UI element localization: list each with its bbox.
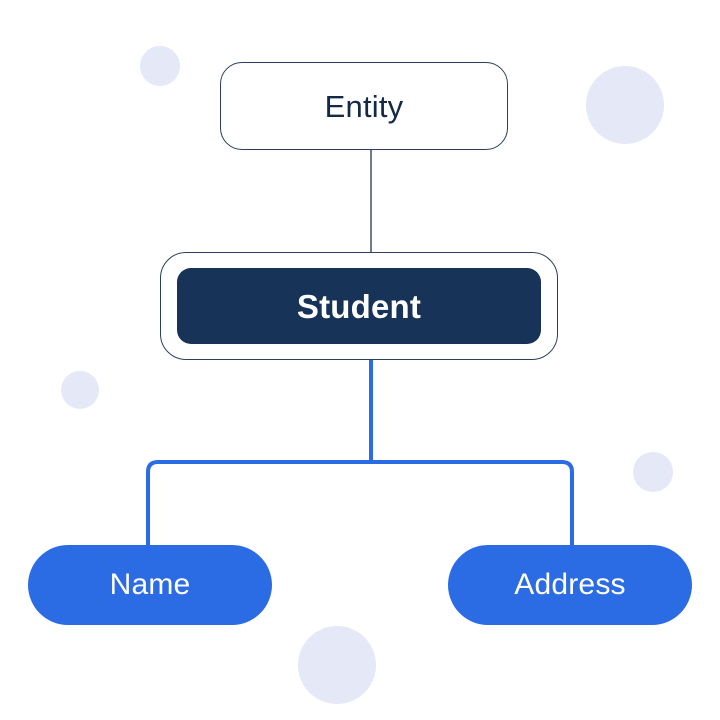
node-student[interactable]: Student [160, 252, 558, 360]
node-attribute-name[interactable]: Name [28, 545, 272, 625]
node-entity-label: Entity [324, 88, 404, 124]
node-entity[interactable]: Entity [220, 62, 508, 150]
node-attribute-address[interactable]: Address [448, 545, 692, 625]
node-attribute-name-label: Name [109, 568, 191, 601]
node-attribute-address-label: Address [514, 568, 626, 601]
edge-branch-right [371, 460, 574, 588]
node-student-label: Student [296, 287, 422, 325]
edge-branch-left [146, 460, 371, 588]
node-student-inner: Student [177, 268, 541, 344]
